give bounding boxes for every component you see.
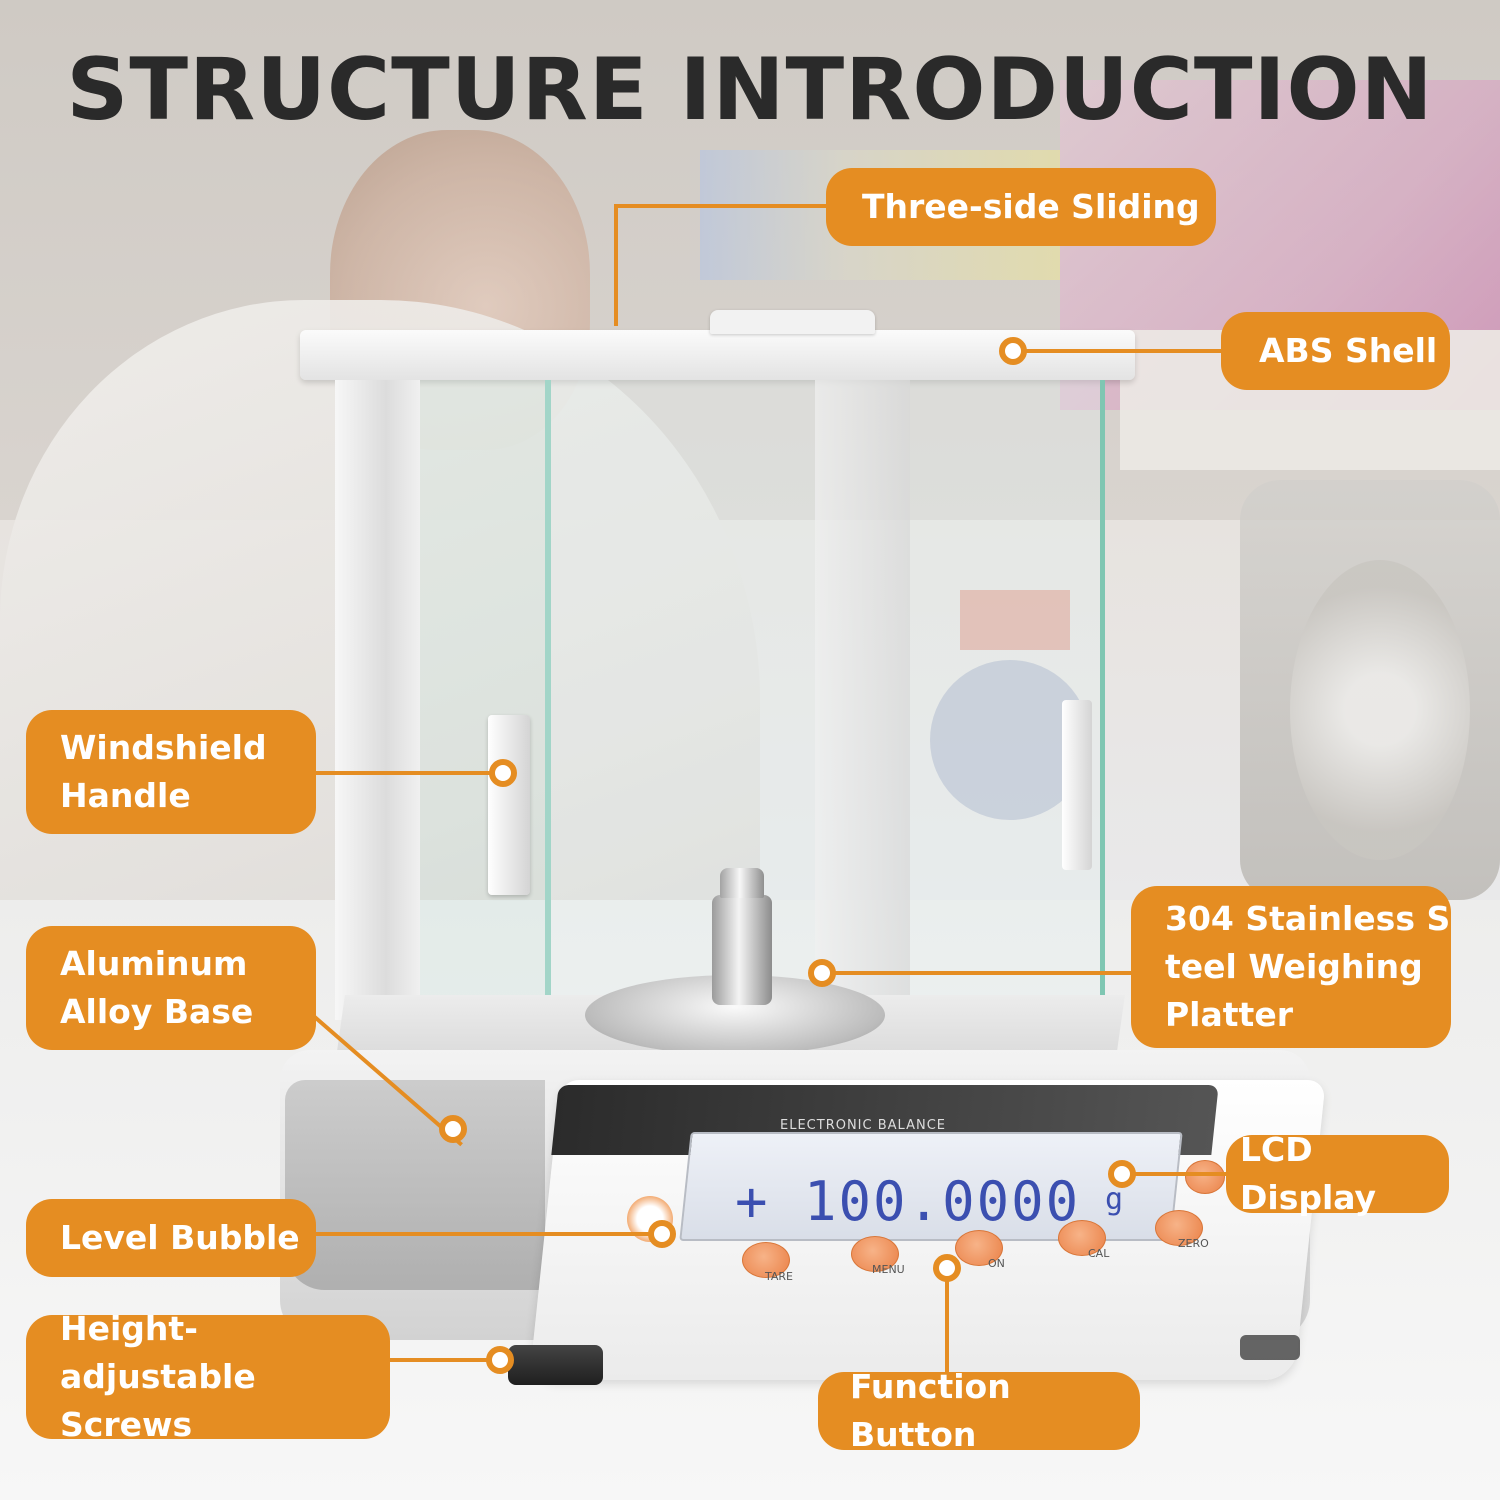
glass-door-right-edge: [1100, 380, 1105, 1030]
top-slide-handle: [710, 310, 875, 334]
callout-level-bubble: Level Bubble: [26, 1199, 316, 1277]
callout-aluminum-alloy-base-text: Aluminum Alloy Base: [60, 944, 254, 1031]
callout-stainless-platter: 304 Stainless S teel Weighing Platter: [1131, 886, 1451, 1048]
menu-label: MENU: [872, 1263, 905, 1276]
callout-abs-shell: ABS Shell: [1221, 312, 1450, 390]
callout-abs-shell-text: ABS Shell: [1259, 331, 1438, 370]
rear-frame: [815, 380, 910, 1000]
callout-lcd-display-text: LCD Display: [1240, 1130, 1377, 1217]
callout-three-side-sliding: Three-side Sliding: [826, 168, 1216, 246]
marker-function-button: [933, 1254, 961, 1282]
windshield-handle-right: [1062, 700, 1092, 870]
height-screw-foot: [508, 1345, 603, 1385]
callout-function-button: Function Button: [818, 1367, 1140, 1454]
lcd-unit: g: [1105, 1182, 1124, 1217]
tare-label: TARE: [765, 1270, 793, 1283]
page-title: STRUCTURE INTRODUCTION: [66, 40, 1434, 140]
on-button[interactable]: [955, 1230, 1003, 1266]
callout-function-button-text: Function Button: [850, 1367, 1011, 1454]
leader-windshield: [314, 771, 499, 775]
callout-aluminum-alloy-base: Aluminum Alloy Base: [26, 926, 316, 1050]
callout-stainless-platter-text: 304 Stainless S teel Weighing Platter: [1165, 899, 1451, 1034]
leader-lcd: [1122, 1172, 1228, 1176]
leader-level-bubble: [314, 1232, 662, 1236]
menu-button[interactable]: [851, 1236, 899, 1272]
cal-label: CAL: [1088, 1247, 1110, 1260]
left-frame: [335, 380, 420, 1020]
marker-screws: [486, 1346, 514, 1374]
marker-platter: [808, 959, 836, 987]
marker-aluminum-base: [439, 1115, 467, 1143]
callout-windshield-handle-text: Windshield Handle: [60, 728, 267, 815]
zero-button[interactable]: [1155, 1210, 1203, 1246]
red-box: [960, 590, 1070, 650]
top-cover: [300, 330, 1135, 380]
on-label: ON: [988, 1257, 1005, 1270]
base-side-shadow: [285, 1080, 545, 1290]
leader-three-side-horizontal: [614, 204, 828, 208]
callout-height-adjustable-screws-text: Height-adjustable Screws: [60, 1309, 256, 1444]
height-screw-foot-right: [1240, 1335, 1300, 1360]
leader-abs-shell: [1013, 349, 1225, 353]
lcd-reading: + 100.0000: [735, 1170, 1081, 1233]
callout-windshield-handle: Windshield Handle: [26, 710, 316, 834]
callout-lcd-display: LCD Display: [1226, 1130, 1449, 1217]
callout-level-bubble-text: Level Bubble: [60, 1218, 300, 1257]
calibration-weight: [712, 895, 772, 1005]
marker-lcd: [1108, 1160, 1136, 1188]
leader-screws: [388, 1358, 500, 1362]
marker-windshield: [489, 759, 517, 787]
panel-label: ELECTRONIC BALANCE: [780, 1118, 946, 1133]
leader-function-button: [945, 1266, 949, 1376]
tare-button[interactable]: [742, 1242, 790, 1278]
callout-height-adjustable-screws: Height-adjustable Screws: [26, 1309, 390, 1444]
calibration-weight-knob: [720, 868, 764, 898]
zero-label: ZERO: [1178, 1237, 1209, 1250]
leader-platter: [822, 971, 1134, 975]
glass-door-left: [420, 380, 551, 1070]
marker-level-bubble: [648, 1220, 676, 1248]
leader-three-side-vertical: [614, 204, 618, 326]
marker-abs-shell: [999, 337, 1027, 365]
lab-device-disk: [1290, 560, 1470, 860]
callout-three-side-sliding-text: Three-side Sliding: [862, 187, 1200, 226]
power-button[interactable]: [1185, 1160, 1225, 1194]
windshield-handle-left: [488, 715, 530, 895]
cal-button[interactable]: [1058, 1220, 1106, 1256]
